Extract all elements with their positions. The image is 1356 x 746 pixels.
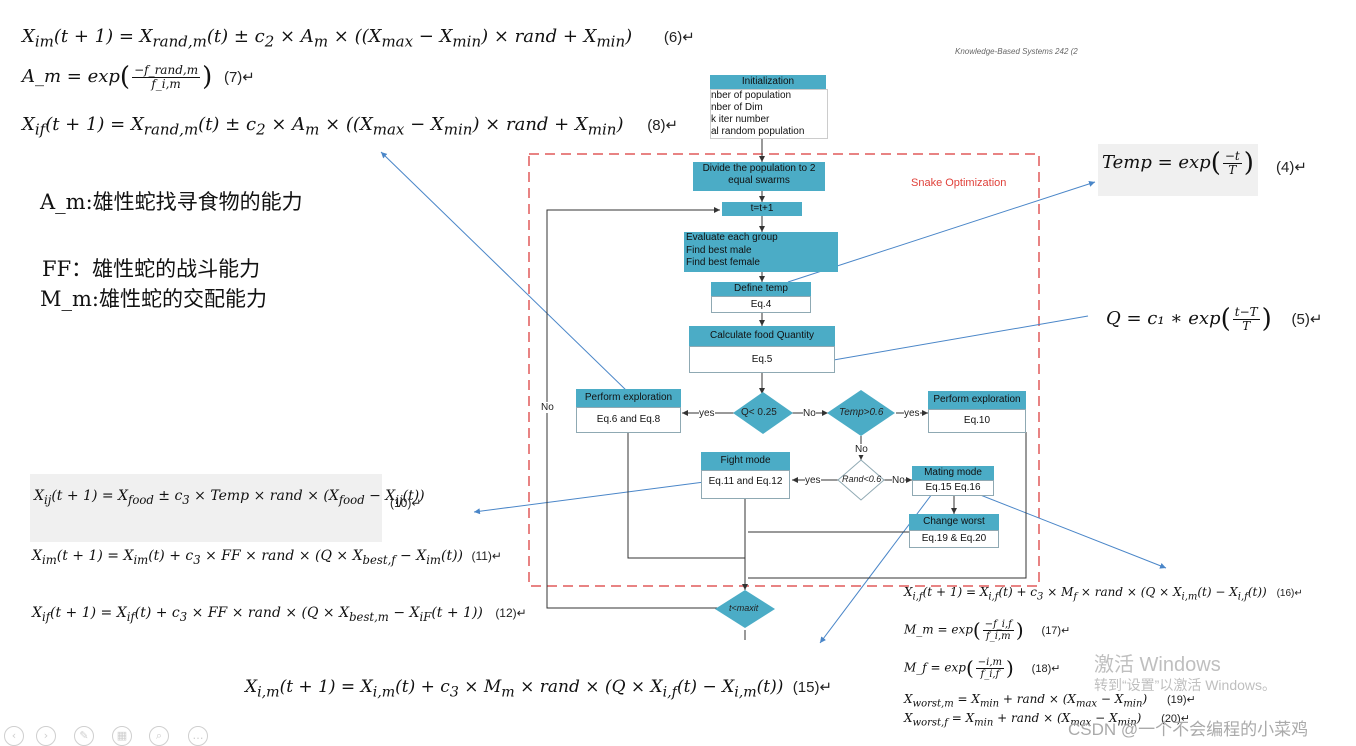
diamond-maxit-label: t<maxit: [729, 603, 759, 613]
activation-watermark-title: 激活 Windows: [1094, 654, 1221, 676]
explore-left-ref: Eq.6 and Eq.8: [576, 407, 681, 433]
eq6: Xim(t + 1) = Xrand,m(t) ± c2 × Am × ((Xm…: [22, 26, 695, 51]
yes-label-temp: yes: [904, 408, 920, 419]
mating-ref: Eq.15 Eq.16: [912, 480, 994, 496]
eq16-number: (16)↵: [1276, 588, 1303, 599]
eq17-number: (17)↵: [1041, 624, 1071, 637]
fight-ref: Eq.11 and Eq.12: [701, 470, 790, 499]
eq15: Xi,m(t + 1) = Xi,m(t) + c3 × Mm × rand ×…: [245, 677, 833, 701]
explore-left-header: Perform exploration: [576, 389, 681, 407]
eq18-number: (18)↵: [1031, 662, 1061, 675]
fight-header: Fight mode: [701, 452, 790, 470]
diamond-temp: [827, 390, 895, 436]
counter-box: t=t+1: [722, 202, 802, 216]
init-box: nber of population nber of Dim k iter nu…: [710, 89, 828, 139]
explore-right-header: Perform exploration: [928, 391, 1026, 409]
prev-icon[interactable]: ‹: [4, 726, 24, 746]
region-label: Snake Optimization: [911, 177, 1007, 189]
init-header: Initialization: [710, 75, 826, 89]
eq19: Xworst,m = Xmin + rand × (Xmax − Xmin) (…: [904, 692, 1196, 710]
activation-watermark-subtitle: 转到“设置”以激活 Windows。: [1094, 677, 1277, 693]
note-mm: M_m:雄性蛇的交配能力: [40, 287, 267, 311]
pen-icon[interactable]: ✎: [74, 726, 94, 746]
eq19-number: (19)↵: [1166, 694, 1196, 706]
food-header: Calculate food Quantity: [689, 326, 835, 346]
next-icon[interactable]: ›: [36, 726, 56, 746]
divide-box: Divide the population to 2 equal swarms: [693, 162, 825, 191]
eq5-number: (5)↵: [1291, 311, 1323, 328]
eq11-number: (11)↵: [471, 549, 502, 563]
yes-label-rand: yes: [805, 475, 821, 486]
grid-icon[interactable]: ▦: [112, 726, 132, 746]
eq12-number: (12)↵: [495, 606, 527, 620]
diamond-rand: [837, 459, 885, 501]
note-ff: FF：雄性蛇的战斗能力: [42, 257, 261, 281]
no-label-rand: No: [892, 475, 905, 486]
eq16: Xi,f(t + 1) = Xi,f(t) + c3 × Mf × rand ×…: [904, 585, 1303, 603]
eq8-number: (8)↵: [647, 117, 679, 134]
no-label-q: No: [803, 408, 816, 419]
evaluate-box: Evaluate each group Find best male Find …: [684, 232, 838, 272]
snake-optimization-region: [528, 153, 1040, 587]
no-label-loop: No: [541, 402, 554, 413]
diamond-q: [733, 392, 793, 434]
journal-header: Knowledge-Based Systems 242 (2: [955, 47, 1078, 56]
diamond-temp-label: Temp>0.6: [839, 407, 884, 418]
eq10-number: (10)↵: [390, 496, 422, 510]
eq10: Xij(t + 1) = Xfood ± c3 × Temp × rand × …: [30, 474, 425, 542]
define-temp-header: Define temp: [711, 282, 811, 296]
eq8: Xif(t + 1) = Xrand,m(t) ± c2 × Am × ((Xm…: [22, 114, 679, 139]
yes-label-left: yes: [699, 408, 715, 419]
csdn-credit: CSDN @一个不会编程的小菜鸡: [1068, 720, 1309, 739]
eq20: Xworst,f = Xmin + rand × (Xmax − Xmin) (…: [904, 711, 1190, 729]
more-icon[interactable]: …: [188, 726, 208, 746]
define-temp-ref: Eq.4: [711, 296, 811, 313]
eq6-number: (6)↵: [663, 29, 695, 46]
zoom-icon[interactable]: ⌕: [149, 726, 169, 746]
note-am: A_m:雄性蛇找寻食物的能力: [40, 190, 303, 214]
worst-header: Change worst: [909, 514, 999, 530]
explore-right-ref: Eq.10: [928, 409, 1026, 433]
eq15-number: (15)↵: [792, 679, 833, 696]
worst-ref: Eq.19 & Eq.20: [909, 530, 999, 548]
eq20-number: (20)↵: [1161, 713, 1190, 725]
eq4-number: (4)↵: [1276, 159, 1307, 176]
food-ref: Eq.5: [689, 346, 835, 373]
diamond-maxit: [715, 590, 775, 628]
eq12: Xif(t + 1) = Xif(t) + c3 × FF × rand × (…: [32, 605, 527, 624]
no-label-temp: No: [855, 444, 868, 455]
mating-header: Mating mode: [912, 466, 994, 480]
diamond-rand-label: Rand<0.6: [842, 474, 882, 484]
eq7-number: (7)↵: [223, 69, 255, 86]
eq11: Xim(t + 1) = Xim(t) + c3 × FF × rand × (…: [32, 548, 502, 567]
diamond-q-label: Q< 0.25: [741, 407, 777, 418]
